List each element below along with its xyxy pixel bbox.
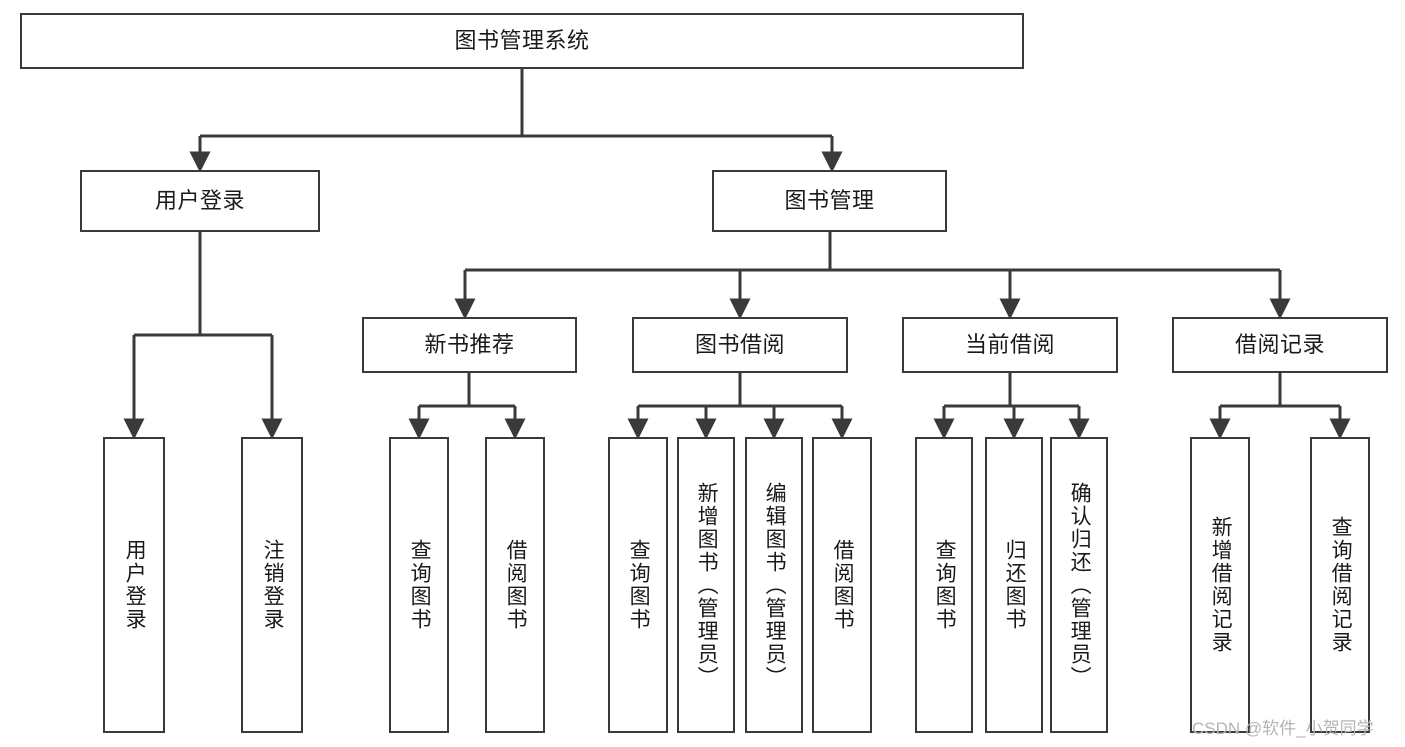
leaf-node-label: 借阅图书 [504,539,528,631]
leaf-node[interactable]: 查询图书 [389,437,449,733]
leaf-node-label: 用户登录 [123,539,147,631]
leaf-node-label: 新增图书（管理员） [695,481,719,689]
leaf-node-label: 编辑图书（管理员） [763,481,787,689]
leaf-node-label: 借阅图书 [831,539,855,631]
node-new-book-recommend[interactable]: 新书推荐 [362,317,577,373]
leaf-node-label: 归还图书 [1003,539,1027,631]
leaf-node[interactable]: 编辑图书（管理员） [745,437,803,733]
leaf-node-label: 查询图书 [408,539,432,631]
leaf-node[interactable]: 归还图书 [985,437,1043,733]
leaf-node[interactable]: 新增借阅记录 [1190,437,1250,733]
node-borrow-record-label: 借阅记录 [1234,332,1325,358]
leaf-node[interactable]: 注销登录 [241,437,303,733]
node-new-book-recommend-label: 新书推荐 [424,332,515,358]
leaf-node[interactable]: 借阅图书 [485,437,545,733]
leaf-node[interactable]: 查询图书 [915,437,973,733]
node-current-borrow-label: 当前借阅 [964,332,1055,358]
leaf-node[interactable]: 确认归还（管理员） [1050,437,1108,733]
node-root-label: 图书管理系统 [454,28,590,54]
csdn-watermark: CSDN @软件_小贺同学 [1192,719,1374,738]
leaf-node[interactable]: 新增图书（管理员） [677,437,735,733]
node-user-login-label: 用户登录 [154,188,245,214]
leaf-node-label: 查询借阅记录 [1329,516,1353,654]
leaf-node-label: 确认归还（管理员） [1068,481,1092,689]
leaf-node-label: 查询图书 [933,539,957,631]
node-root[interactable]: 图书管理系统 [20,13,1024,69]
node-book-management[interactable]: 图书管理 [712,170,947,232]
leaf-node-label: 新增借阅记录 [1209,516,1233,654]
node-borrow-record[interactable]: 借阅记录 [1172,317,1388,373]
leaf-node-label: 查询图书 [627,539,651,631]
node-user-login[interactable]: 用户登录 [80,170,320,232]
leaf-node[interactable]: 查询图书 [608,437,668,733]
leaf-node[interactable]: 借阅图书 [812,437,872,733]
node-book-borrow-label: 图书借阅 [694,332,785,358]
leaf-node-label: 注销登录 [261,539,285,631]
leaf-node[interactable]: 查询借阅记录 [1310,437,1370,733]
node-current-borrow[interactable]: 当前借阅 [902,317,1118,373]
leaf-node[interactable]: 用户登录 [103,437,165,733]
node-book-management-label: 图书管理 [784,188,875,214]
node-book-borrow[interactable]: 图书借阅 [632,317,848,373]
